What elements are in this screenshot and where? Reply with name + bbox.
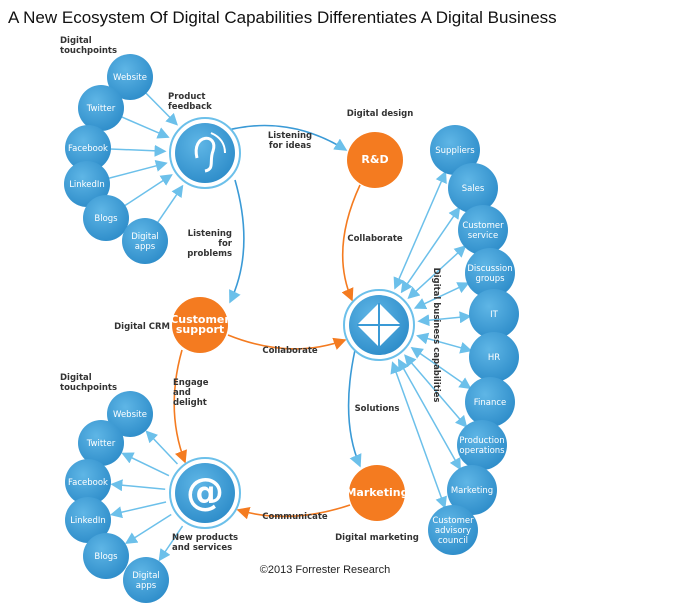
arrow: [347, 349, 362, 468]
capability-it: [469, 289, 519, 339]
touchpoint-top-blogs-label: Blogs: [94, 214, 118, 224]
arrow: [109, 144, 167, 157]
label-digital-marketing: Digital marketing: [335, 533, 419, 543]
capability-finance-label: Finance: [474, 398, 507, 408]
touchpoint-bottom-blogs: [83, 533, 129, 579]
touchpoint-bottom-digital-apps: [123, 557, 169, 603]
arrow: [121, 452, 170, 477]
sound-wave-icon: [210, 132, 226, 154]
arrow: [145, 430, 179, 465]
marketing-node: [349, 465, 405, 521]
touchpoint-top-digital-apps: [122, 218, 168, 264]
arrow: [227, 124, 348, 151]
touchpoint-bottom-twitter-label: Twitter: [86, 439, 116, 449]
capability-hr-label: HR: [488, 353, 500, 363]
arrow: [416, 332, 473, 354]
label-digital-crm: Digital CRM: [114, 322, 170, 332]
arrow: [173, 349, 187, 464]
arrow: [144, 92, 178, 126]
arrow: [341, 184, 361, 302]
label-communicate: Communicate: [262, 512, 328, 522]
ear-icon: [194, 136, 216, 173]
arrow: [413, 282, 470, 310]
arrow: [229, 179, 245, 304]
arrow: [120, 116, 170, 139]
capability-suppliers: [430, 125, 480, 175]
arrow: [124, 513, 172, 544]
arrow: [390, 361, 447, 509]
arrow: [110, 479, 166, 492]
capability-it-label: IT: [490, 310, 499, 320]
at-icon: @: [186, 470, 224, 514]
touchpoint-top-linkedin: [64, 161, 110, 207]
touchpoint-top-linkedin-label: LinkedIn: [69, 180, 105, 190]
touchpoint-top-twitter-label: Twitter: [86, 104, 116, 114]
capability-suppliers-label: Suppliers: [435, 146, 475, 156]
arrow: [123, 174, 173, 207]
arrow: [236, 504, 351, 520]
arrow: [109, 501, 167, 519]
marketing-node-label: Marketing: [345, 486, 408, 499]
touchpoint-bottom-blogs-label: Blogs: [94, 552, 118, 562]
label-digital-business-capabilities: Digital business capabilities: [431, 268, 441, 403]
label-solutions: Solutions: [355, 404, 400, 414]
capability-customer-service: [458, 205, 508, 255]
touchpoint-top-twitter: [78, 85, 124, 131]
diagram-title: A New Ecosystem Of Digital Capabilities …: [8, 8, 557, 27]
capability-marketing-label: Marketing: [451, 486, 493, 496]
puzzle-seams: [357, 303, 401, 347]
rd-node: [347, 132, 403, 188]
arrow: [108, 160, 168, 180]
touchpoint-bottom-website: [107, 391, 153, 437]
copyright: ©2013 Forrester Research: [260, 564, 390, 576]
capability-customer-advisory-council: [428, 505, 478, 555]
customer-support-node: [172, 297, 228, 353]
capability-sales-label: Sales: [462, 184, 485, 194]
touchpoint-bottom-linkedin: [65, 497, 111, 543]
label-collaborate-2: Collaborate: [262, 346, 318, 356]
touchpoint-top-website: [107, 54, 153, 100]
touchpoint-bottom-facebook-label: Facebook: [68, 478, 108, 488]
communication-hub: [175, 463, 235, 523]
touchpoint-top-blogs: [83, 195, 129, 241]
touchpoint-bottom-twitter: [78, 420, 124, 466]
capability-marketing: [447, 465, 497, 515]
label-collaborate-1: Collaborate: [347, 234, 403, 244]
touchpoint-bottom-website-label: Website: [113, 410, 147, 420]
touchpoint-bottom-facebook: [65, 459, 111, 505]
capability-discussion-groups: [465, 248, 515, 298]
touchpoint-top-facebook-label: Facebook: [68, 144, 108, 154]
touchpoint-top-facebook: [65, 125, 111, 171]
capability-production-operations: [457, 420, 507, 470]
capability-finance: [465, 377, 515, 427]
arrow: [397, 358, 461, 471]
label-digital-design: Digital design: [347, 109, 414, 119]
arrow: [400, 206, 461, 294]
arrow: [227, 334, 347, 350]
touchpoint-top-website-label: Website: [113, 73, 147, 83]
arrow: [156, 184, 184, 224]
arrow: [158, 525, 184, 562]
touchpoint-bottom-linkedin-label: LinkedIn: [70, 516, 106, 526]
rd-node-label: R&D: [361, 153, 388, 166]
capability-hr: [469, 332, 519, 382]
capability-sales: [448, 163, 498, 213]
arrow: [417, 311, 472, 327]
